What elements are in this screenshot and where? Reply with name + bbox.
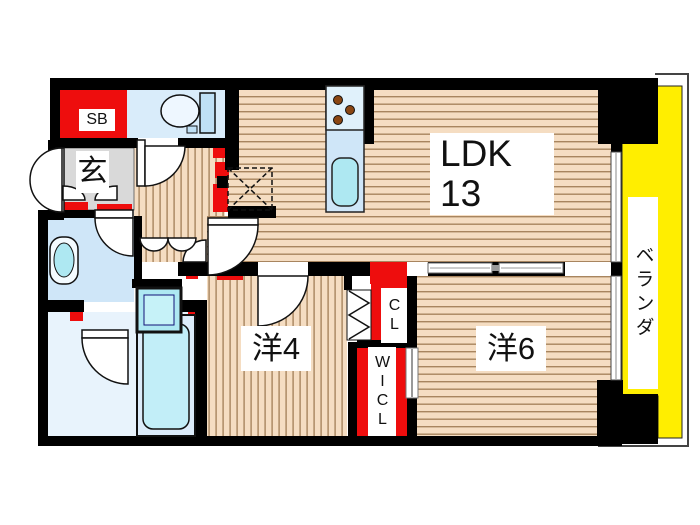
entrance-label: 玄 [76, 151, 109, 193]
sliding-door-icon [427, 262, 564, 274]
ldk-size: 13 [440, 173, 482, 214]
wicl-door [405, 347, 419, 399]
folding-door-icon [346, 289, 372, 341]
western4-label: 洋4 [241, 326, 311, 371]
ldk-label: LDK 13 [430, 133, 554, 215]
toilet-icon [160, 92, 216, 134]
door-arc-icon [144, 145, 186, 187]
washing-machine-pan-icon [135, 286, 183, 334]
closet-top-area [370, 262, 407, 284]
door-leaf [136, 139, 146, 187]
door-arc-icon [167, 237, 197, 252]
stove-burners-icon [333, 95, 355, 125]
ldk-name: LDK [440, 133, 512, 175]
door-leaf [94, 209, 134, 219]
door-leaf [207, 217, 259, 226]
window-icon [610, 151, 622, 381]
walk-in-closet-label: WICL [368, 347, 396, 436]
door-arc-icon [257, 275, 309, 327]
veranda-outline [598, 73, 689, 447]
door-arc-icon [207, 224, 259, 276]
door-arc-icon [94, 217, 134, 257]
closet-label: CL [381, 288, 407, 343]
kitchen-sink-icon [331, 157, 359, 207]
door-arc-icon [81, 337, 129, 385]
washbasin-icon [49, 236, 79, 285]
door-leaf [81, 329, 129, 339]
doors [29, 139, 309, 385]
refrigerator-space-icon [227, 167, 273, 211]
veranda-label: ベランダ [628, 197, 658, 389]
bathtub-icon [136, 314, 196, 437]
western6-label: 洋6 [476, 326, 546, 371]
shoe-box-label: SB [79, 109, 115, 131]
entrance-door-arc-icon [29, 147, 63, 213]
kitchen-counter [325, 85, 365, 213]
